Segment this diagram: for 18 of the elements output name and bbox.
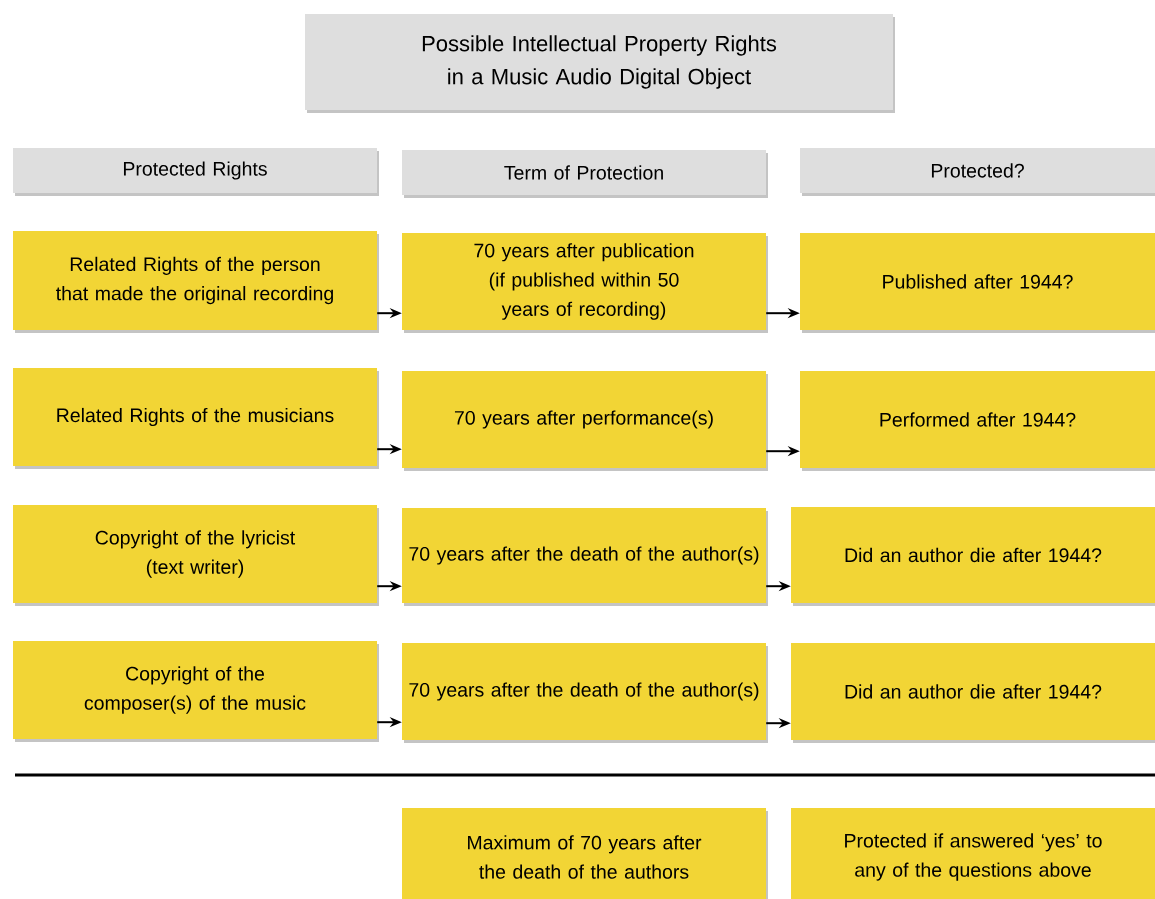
text-box: Maximum of 70 years after the death of the authors (402, 808, 768, 899)
text-box: Published after 1944? (800, 233, 1155, 333)
column-header: Term of Protection (402, 150, 768, 198)
text-box: Copyright of the composer(s) of the music (13, 641, 379, 742)
text-box: Related Rights of the person that made the original recording (13, 231, 379, 333)
text-box: Did an author die after 1944? (791, 507, 1155, 606)
text-box: 70 years after the death of the author(s) (402, 508, 768, 606)
text-box: Performed after 1944? (800, 371, 1155, 471)
text-box: Related Rights of the musicians (13, 368, 379, 469)
title-box: Possible Intellectual Property Rights in a Music Audio Digital Object (305, 14, 895, 113)
text-box: 70 years after publication (if published within 50 years of recording) (402, 233, 768, 333)
text-box: Did an author die after 1944? (791, 643, 1155, 743)
text-box: Protected if answered ‘yes’ to any of the questions above (791, 808, 1155, 899)
column-header: Protected? (800, 148, 1155, 196)
text-box: 70 years after performance(s) (402, 371, 768, 471)
text-box: 70 years after the death of the author(s) (402, 643, 768, 743)
column-header: Protected Rights (13, 148, 379, 196)
text-box: Copyright of the lyricist (text writer) (13, 505, 379, 606)
